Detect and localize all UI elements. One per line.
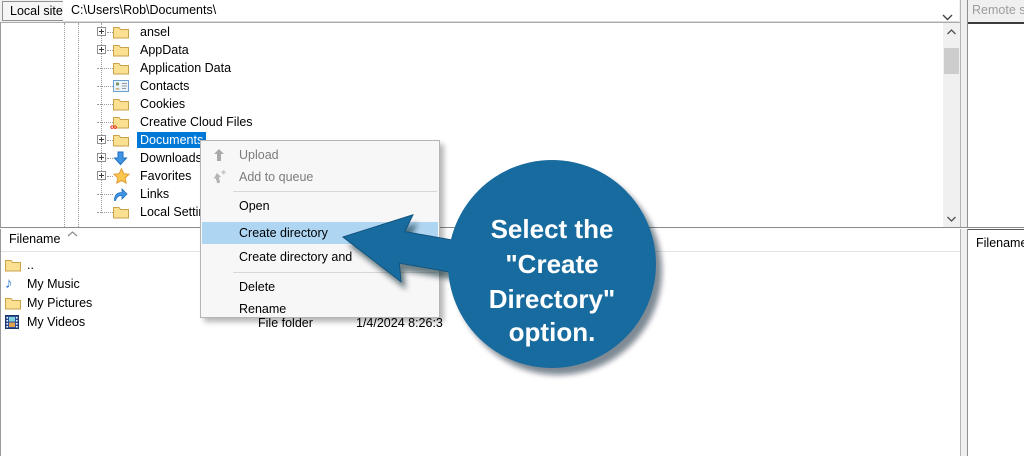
- star-icon: [113, 168, 131, 184]
- remote-site-label: Remote si: [972, 3, 1024, 17]
- expand-plus-icon[interactable]: [97, 171, 106, 180]
- download-arrow-icon: [113, 150, 131, 166]
- file-row-my-videos[interactable]: My Videos: [1, 313, 960, 331]
- chevron-down-icon[interactable]: [942, 7, 953, 28]
- menu-item-create-directory[interactable]: Create directory: [202, 222, 438, 244]
- tree-scrollbar[interactable]: [943, 23, 960, 227]
- tree-item-cookies[interactable]: Cookies: [1, 95, 941, 113]
- folder-icon: [5, 257, 23, 273]
- selected-tree-item-label: Documents: [137, 132, 207, 148]
- remote-filename-column-header[interactable]: Filename: [976, 236, 1024, 250]
- file-row-my-pictures[interactable]: My Pictures: [1, 294, 960, 312]
- context-menu: Upload Add to queue Open Create director…: [200, 140, 440, 318]
- file-row-parent-dir[interactable]: ..: [1, 256, 960, 274]
- tree-item-ansel[interactable]: ansel: [1, 23, 941, 41]
- shortcut-arrow-icon: [113, 186, 131, 202]
- local-site-path: C:\Users\Rob\Documents\: [71, 3, 217, 17]
- add-to-queue-icon: [212, 170, 226, 191]
- site-bar: Local site: C:\Users\Rob\Documents\ Remo…: [0, 0, 1024, 22]
- local-tree-panel: ansel AppData Application Data Contacts …: [0, 22, 960, 227]
- folder-icon: [113, 96, 131, 112]
- upload-arrow-icon: [212, 148, 226, 169]
- folder-icon: [113, 42, 131, 58]
- folder-icon: [113, 60, 131, 76]
- menu-separator: [233, 191, 437, 192]
- folder-icon: [113, 204, 131, 220]
- expand-plus-icon[interactable]: [97, 135, 106, 144]
- menu-item-add-to-queue: Add to queue: [202, 167, 438, 188]
- tree-item-links[interactable]: Links: [1, 185, 941, 203]
- creative-cloud-badge-icon: ∞: [110, 122, 118, 133]
- tree-item-application-data[interactable]: Application Data: [1, 59, 941, 77]
- expand-plus-icon[interactable]: [97, 45, 106, 54]
- tree-item-favorites[interactable]: Favorites: [1, 167, 941, 185]
- tree-guide-line: [64, 23, 65, 227]
- tree-item-documents[interactable]: Documents: [1, 131, 941, 149]
- menu-item-rename[interactable]: Rename: [239, 302, 287, 316]
- menu-separator: [233, 272, 437, 273]
- local-site-label: Local site:: [2, 1, 75, 21]
- menu-item-create-directory-and-enter[interactable]: Create directory and: [239, 250, 353, 264]
- expand-plus-icon[interactable]: [97, 27, 106, 36]
- contacts-icon: [113, 78, 131, 94]
- folder-icon: [113, 132, 131, 148]
- scroll-up-icon[interactable]: [943, 23, 960, 40]
- tree-item-appdata[interactable]: AppData: [1, 41, 941, 59]
- tree-guide-line: [101, 23, 102, 213]
- local-site-path-combo[interactable]: C:\Users\Rob\Documents\: [63, 0, 959, 22]
- scrollbar-thumb[interactable]: [944, 48, 959, 74]
- filename-column-header[interactable]: Filename: [1, 229, 960, 252]
- menu-item-delete[interactable]: Delete: [239, 280, 276, 294]
- tree-item-local-settings[interactable]: Local Settin: [1, 203, 941, 221]
- filetype-cell: File folder: [258, 316, 313, 330]
- tree-item-contacts[interactable]: Contacts: [1, 77, 941, 95]
- remote-file-list-panel: Filename: [968, 229, 1024, 456]
- tree-item-downloads[interactable]: Downloads: [1, 149, 941, 167]
- local-file-list-panel: Filename .. ♪ My Music My Pictures My Vi…: [0, 229, 960, 456]
- remote-tree-panel: [968, 22, 1024, 227]
- folder-icon: [113, 24, 131, 40]
- creative-cloud-folder-icon: ∞: [110, 114, 131, 133]
- menu-item-open[interactable]: Open: [239, 199, 270, 213]
- sort-ascending-icon: [67, 226, 78, 240]
- menu-item-upload: Upload: [202, 145, 438, 166]
- expand-plus-icon[interactable]: [97, 153, 106, 162]
- tree-guide-line: [78, 23, 79, 227]
- music-note-icon: ♪: [5, 275, 13, 292]
- file-row-my-music[interactable]: ♪ My Music: [5, 275, 80, 292]
- last-modified-cell: 1/4/2024 8:26:3: [356, 316, 443, 330]
- folder-icon: [5, 295, 23, 311]
- scroll-down-icon[interactable]: [943, 210, 960, 227]
- tree-item-creative-cloud-files[interactable]: ∞ Creative Cloud Files: [1, 113, 941, 133]
- filmstrip-icon: [5, 314, 23, 330]
